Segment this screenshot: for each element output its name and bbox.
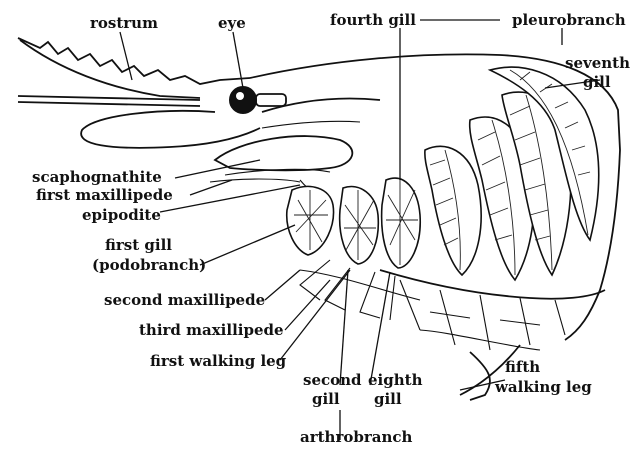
label-eighth-gill: gill [374, 390, 402, 408]
label-third-maxillipede: third maxillipede [139, 321, 284, 339]
label-walking-leg: walking leg [494, 378, 592, 396]
label-eye: eye [218, 14, 246, 32]
label-seventh-gill: gill [583, 73, 611, 91]
label-seventh: seventh [565, 54, 630, 72]
fourth-gill-shape [425, 146, 481, 275]
label-first-gill: first gill [105, 236, 172, 254]
scaphognathite-shape [210, 136, 352, 200]
label-fifth: fifth [505, 358, 540, 376]
label-first-maxillipede: first maxillipede [36, 186, 173, 204]
label-second-gill: gill [312, 390, 340, 408]
label-first-walking-leg: first walking leg [150, 352, 287, 370]
label-podobranch: (podobranch) [92, 256, 206, 274]
label-eighth: eighth [368, 371, 423, 389]
label-arthrobranch: arthrobranch [300, 428, 413, 446]
label-second-maxillipede: second maxillipede [104, 291, 265, 309]
label-pleurobranch: pleurobranch [512, 11, 626, 29]
label-second: second [303, 371, 362, 389]
label-fourth-gill: fourth gill [330, 11, 416, 29]
label-rostrum: rostrum [90, 14, 158, 32]
label-epipodite: epipodite [82, 206, 161, 224]
label-scaphognathite: scaphognathite [32, 168, 162, 186]
eye-shape [230, 87, 256, 113]
